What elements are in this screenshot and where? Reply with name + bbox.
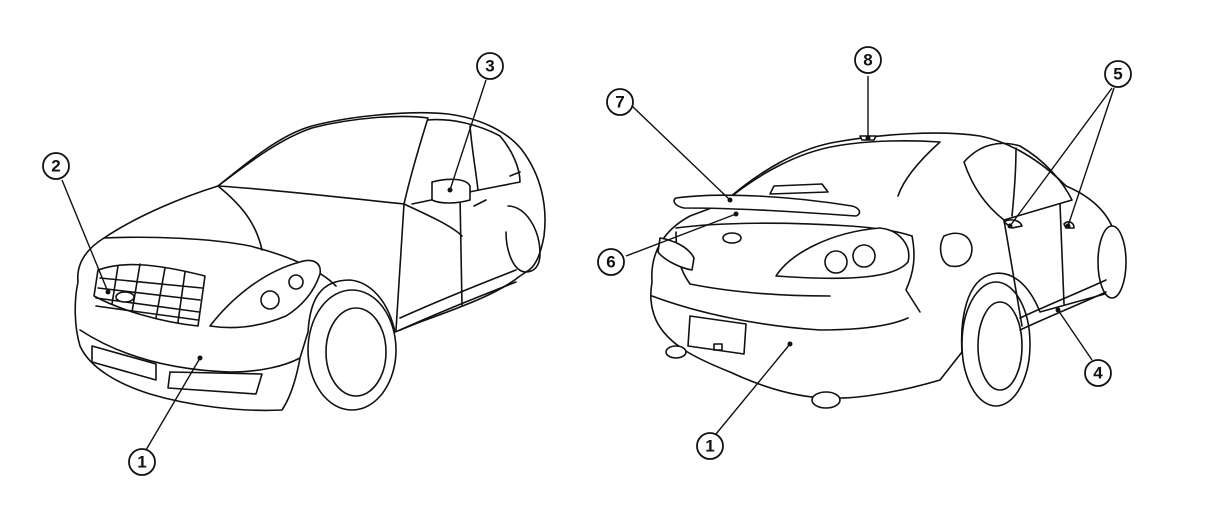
callout-label: 1 — [705, 437, 714, 456]
rear-view-front-wheel — [1097, 225, 1127, 299]
rear-view-rear-wheel — [961, 281, 1031, 407]
callout-rear-8: 8 — [854, 46, 882, 74]
rear-bumper — [651, 295, 909, 331]
rear-emblem — [722, 232, 742, 244]
callout-front-3: 3 — [476, 52, 504, 80]
rear-view-car — [650, 132, 1127, 409]
rear-side-windows — [963, 142, 1073, 221]
callout-rear-7: 7 — [606, 88, 634, 116]
front-emblem — [115, 291, 135, 303]
callout-rear-5: 5 — [1104, 60, 1132, 88]
front-side-window — [411, 118, 521, 205]
front-view-car — [74, 111, 546, 412]
callout-rear-4: 4 — [1084, 359, 1112, 387]
callout-label: 3 — [485, 57, 494, 76]
callout-label: 4 — [1093, 364, 1103, 383]
front-headlight — [209, 259, 322, 329]
rear-exhaust-left — [665, 345, 687, 359]
rear-window — [721, 140, 941, 205]
front-rear-wheel — [505, 205, 541, 273]
callout-label: 5 — [1113, 65, 1122, 84]
front-door-lines — [395, 195, 463, 331]
front-bumper — [79, 329, 301, 373]
rear-exhaust-right — [811, 391, 841, 409]
callout-rear-1: 1 — [696, 432, 724, 460]
callout-label: 8 — [863, 51, 872, 70]
front-wheel — [307, 289, 397, 411]
callout-front-1: 1 — [128, 448, 156, 476]
rear-left-taillight — [657, 237, 695, 271]
callout-label: 2 — [51, 157, 60, 176]
callout-label: 7 — [615, 93, 624, 112]
callout-rear-6: 6 — [597, 248, 625, 276]
callout-front-2: 2 — [42, 152, 70, 180]
callout-label: 1 — [137, 453, 146, 472]
front-windshield — [217, 115, 429, 205]
rear-fuel-door — [939, 232, 973, 268]
callout-label: 6 — [606, 253, 615, 272]
rear-side-sill — [1019, 291, 1107, 331]
leader-lines — [61, 76, 1115, 451]
rear-license-plate — [687, 315, 747, 355]
rear-spoiler — [673, 194, 861, 217]
